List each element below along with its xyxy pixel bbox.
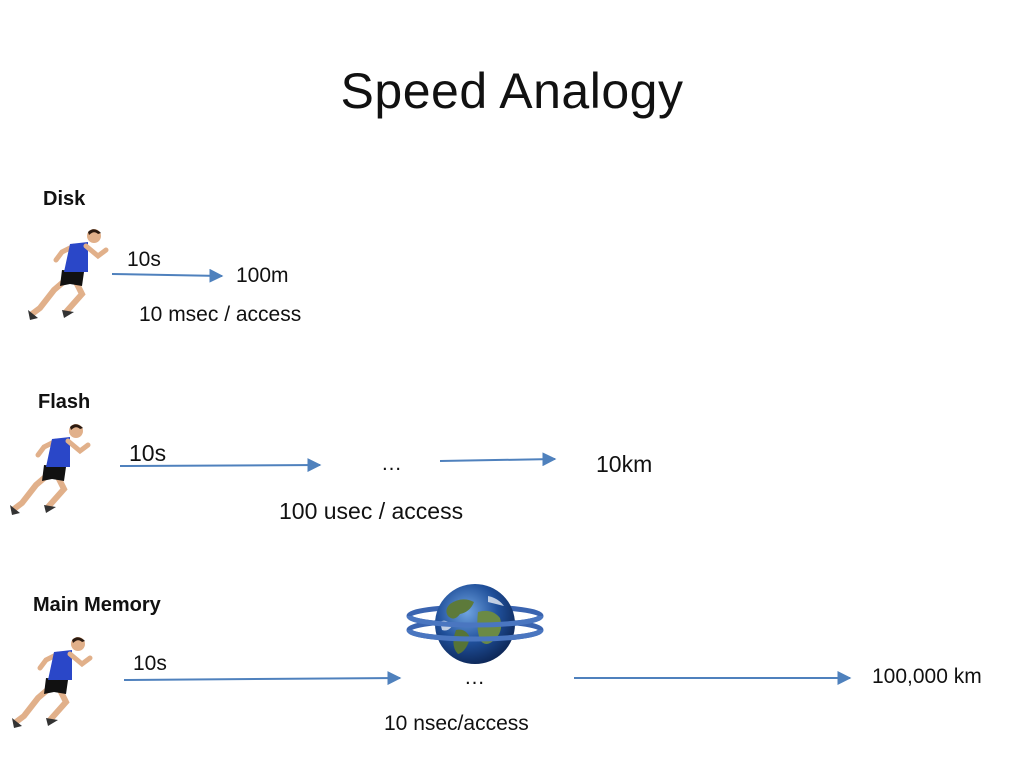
disk-arrow — [111, 268, 224, 283]
flash-label: Flash — [38, 391, 91, 413]
flash-ellipsis: … — [381, 452, 402, 475]
flash-arrow-2 — [439, 452, 557, 467]
memory-ellipsis: … — [464, 666, 485, 689]
memory-label: Main Memory — [33, 594, 161, 616]
disk-distance: 100m — [236, 264, 289, 287]
disk-rate: 10 msec / access — [139, 303, 302, 326]
memory-time: 10s — [133, 652, 167, 675]
earth-with-orbit-icon — [400, 582, 550, 672]
flash-rate: 100 usec / access — [279, 498, 464, 524]
running-man-icon — [10, 636, 100, 736]
flash-distance: 10km — [596, 451, 653, 477]
flash-arrow-1 — [119, 458, 322, 473]
running-man-icon — [26, 228, 116, 328]
memory-arrow-1 — [123, 671, 402, 686]
slide-title: Speed Analogy — [340, 63, 684, 119]
memory-distance: 100,000 km — [872, 665, 982, 688]
disk-time: 10s — [127, 248, 161, 271]
memory-rate: 10 nsec/access — [384, 712, 529, 735]
flash-time: 10s — [129, 440, 167, 466]
disk-label: Disk — [43, 188, 86, 210]
running-man-icon — [8, 423, 98, 523]
